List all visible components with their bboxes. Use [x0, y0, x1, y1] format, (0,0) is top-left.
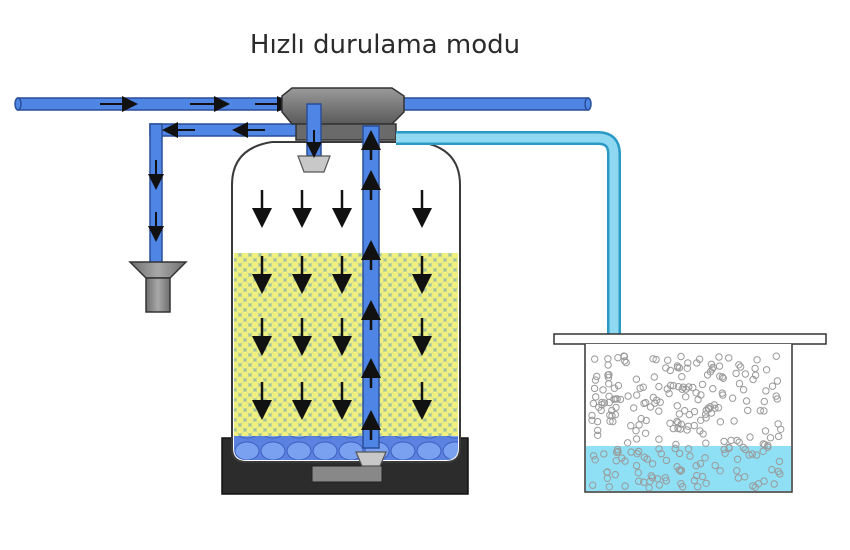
- drain-funnel: [128, 261, 188, 313]
- drain-pipe: [148, 122, 301, 265]
- diagram-title: Hızlı durulama modu: [249, 30, 521, 60]
- control-valve: [281, 87, 405, 141]
- inlet-down-tube: [297, 103, 331, 173]
- softener-tank: [231, 141, 461, 463]
- resin-bed: [234, 253, 458, 438]
- brine-tank: [553, 333, 827, 493]
- gravel-layer: [234, 436, 458, 460]
- tank-flow-arrows: [252, 190, 432, 420]
- salt-grains: [588, 352, 785, 492]
